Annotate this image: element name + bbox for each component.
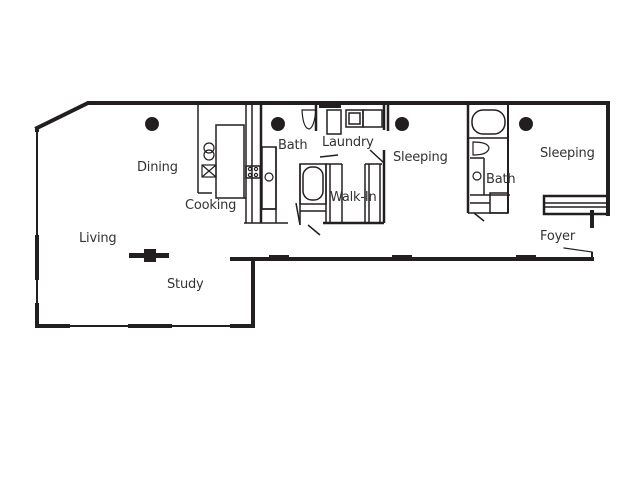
fixtures — [201, 109, 490, 182]
room-label-study: Study — [167, 277, 204, 292]
ceiling-light-icon — [519, 117, 533, 131]
room-label-living: Living — [79, 231, 117, 246]
room-label-cooking: Cooking — [185, 198, 237, 213]
toilet-icon — [301, 109, 317, 130]
ceiling-light-icon — [395, 117, 409, 131]
dishwasher-icon — [201, 164, 217, 178]
room-label-walk-in: Walk-In — [330, 190, 377, 205]
room-label-dining: Dining — [137, 160, 178, 175]
room-label-bath: Bath — [278, 138, 308, 153]
fireplace-icon — [129, 249, 169, 262]
toilet-icon-2 — [472, 141, 490, 156]
range-icon — [247, 166, 259, 178]
interior-walls — [197, 103, 610, 236]
room-label-foyer: Foyer — [540, 229, 576, 244]
ceiling-lights — [145, 117, 533, 131]
ceiling-light-icon — [145, 117, 159, 131]
sink-icon — [203, 142, 215, 154]
bath2-sink-icon — [472, 171, 482, 181]
room-label-laundry: Laundry — [322, 135, 374, 150]
room-label-sleeping-2: Sleeping — [540, 146, 595, 161]
exterior-walls — [34, 101, 610, 328]
ceiling-light-icon — [271, 117, 285, 131]
room-label-bath-2: Bath — [486, 172, 516, 187]
room-label-sleeping-1: Sleeping — [393, 150, 448, 165]
bath-sink-icon — [264, 172, 274, 182]
